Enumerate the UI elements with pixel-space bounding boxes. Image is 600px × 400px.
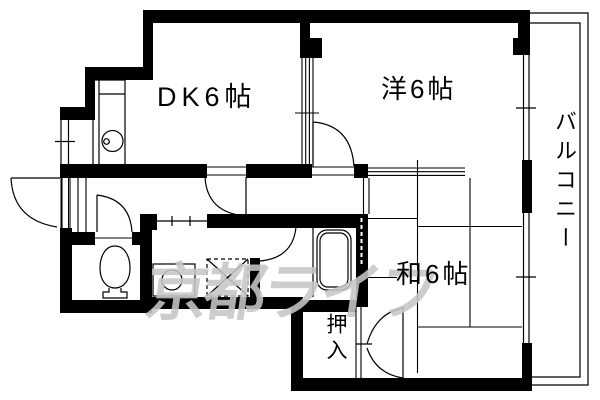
toilet-icon xyxy=(99,245,131,299)
door-thresholds xyxy=(60,166,354,239)
window-japanese-right xyxy=(516,213,536,343)
bathroom-door-arc xyxy=(259,226,297,262)
window-dk-left xyxy=(55,120,75,164)
washing-machine-pan-icon xyxy=(206,258,249,297)
washbasin-icon xyxy=(152,263,196,297)
entrance-steps xyxy=(61,178,87,232)
dk-door-arc xyxy=(204,176,247,217)
kitchen-sink-icon xyxy=(92,79,126,168)
room-label-dk: DK6帖 xyxy=(157,82,257,112)
japanese-room-double-door xyxy=(356,307,404,379)
sliding-door-dk-western xyxy=(295,58,319,167)
western-room-door-arc xyxy=(312,121,355,167)
entrance-door-arc xyxy=(10,177,60,228)
balcony-rail xyxy=(530,12,589,386)
accordion-door xyxy=(157,216,207,226)
room-label-closet: 押入 xyxy=(324,313,347,365)
window-western-right xyxy=(516,55,536,160)
partition-hall-japanese xyxy=(362,178,370,214)
room-label-balcony: バルコニー xyxy=(552,110,577,255)
tatami-lines xyxy=(368,160,522,373)
closet-sliding-front xyxy=(355,307,362,378)
bathtub-icon xyxy=(312,227,352,297)
room-label-western: 洋6帖 xyxy=(381,74,457,104)
room-label-japanese: 和6帖 xyxy=(396,259,472,289)
walls xyxy=(60,10,532,391)
toilet-door-arc xyxy=(96,194,133,233)
sliding-door-western-japanese xyxy=(368,167,465,176)
